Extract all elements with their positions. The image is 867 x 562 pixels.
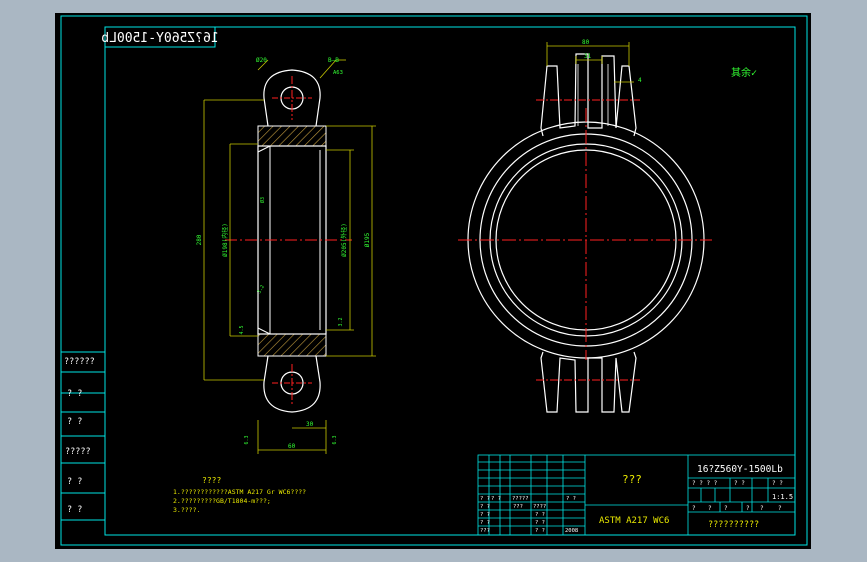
count-cell-2: ? (724, 505, 728, 512)
title-company: ?????????? (708, 520, 759, 530)
dim-inner-small: Ø3 (259, 197, 266, 203)
title-material: ASTM A217 WC6 (599, 516, 669, 526)
dim-chamfer-mid: 3.2 (256, 284, 266, 295)
sheet-outer-border (60, 15, 808, 546)
dim-bottom-small: 30 (306, 421, 314, 428)
roughness-bottom-left: 6.3 (244, 435, 250, 444)
title-part-number: 16?Z560Y-1500Lb (697, 464, 783, 475)
row-3-cell-0: ? ? (480, 520, 490, 526)
row-1-cell-0: ? ? (480, 504, 490, 510)
strip-label-0: ?????? (64, 357, 95, 367)
count-cell-3: ? (746, 505, 750, 512)
front-top-arms (540, 53, 637, 137)
technical-notes: ???? 1.????????????ASTM A217 Gr WC6???? … (173, 476, 306, 514)
dim-top-callout: Ø20 (256, 57, 267, 64)
row-0-cell-2: ????? (512, 496, 529, 502)
stage-cell-0: ? ? ? ? (692, 480, 718, 487)
title-block-text: ??? 16?Z560Y-1500Lb ASTM A217 WC6 ??????… (480, 464, 793, 534)
dim-front-side-small: 4 (638, 77, 642, 84)
bottom-hatched-section (257, 333, 327, 357)
top-lug-outline (263, 69, 321, 127)
strip-label-5: ? ? (67, 505, 82, 515)
dim-chamfer-right: 3.2 (338, 317, 344, 326)
row-1-cell-3: ???? (533, 504, 546, 510)
dim-top-right-sub: A63 (333, 70, 343, 76)
side-section-view: Ø20 B—B A63 280 Ø198(内径) Ø205(外径) Ø195 Ø… (196, 57, 376, 454)
left-revision-strip: ?????? ? ? ? ? ????? ? ? ? ? (61, 351, 105, 521)
row-4-cell-3: ? ? (535, 528, 545, 534)
count-cell-4: ? (760, 505, 764, 512)
stage-cell-2: ? ? (772, 480, 783, 487)
count-cell-1: ? (708, 505, 712, 512)
dim-top-right-callout: B—B (328, 57, 339, 64)
top-hatched-section (257, 125, 327, 147)
title-scale: 1:1.5 (772, 493, 793, 501)
mirrored-part-number-text: 16?Z560Y-1500Lb (101, 31, 219, 46)
notes-title: ???? (202, 476, 221, 485)
dim-chamfer-low: 4.5 (239, 325, 245, 334)
strip-label-3: ????? (65, 447, 91, 457)
row-4-cell-0: ??? (480, 528, 490, 534)
roughness-symbol: 其余✓ (731, 66, 757, 79)
sheet-background (55, 13, 811, 549)
row-4-cell-4: 2008 (565, 528, 578, 534)
dim-right-height: Ø195 (364, 232, 371, 247)
title-part-name: ??? (622, 473, 642, 486)
strip-label-2: ? ? (67, 417, 82, 427)
notes-line-1: 1.????????????ASTM A217 Gr WC6???? (173, 488, 306, 496)
row-0-cell-0: ? ? (480, 496, 490, 502)
dim-left-height: 280 (196, 234, 203, 245)
notes-line-2: 2.?????????GB/T1804-m???; (173, 497, 271, 505)
count-cell-0: ? (692, 505, 696, 512)
front-view: 80 31 4 (458, 39, 712, 413)
stage-cell-1: ? ? (734, 480, 745, 487)
row-0-cell-4: ? ? (566, 496, 576, 502)
strip-label-4: ? ? (67, 477, 82, 487)
title-block (477, 454, 796, 536)
mirrored-part-number-box: 16?Z560Y-1500Lb (101, 26, 219, 48)
dim-bottom-width: 60 (288, 443, 296, 450)
dim-front-top-width: 80 (582, 39, 590, 46)
roughness-bottom-right: 6.3 (332, 435, 338, 444)
dim-left-bore: Ø198(内径) (221, 223, 229, 257)
row-2-cell-0: ? ? (480, 512, 490, 518)
row-2-cell-3: ? ? (535, 512, 545, 518)
strip-label-1: ? ? (67, 389, 82, 399)
row-1-cell-2: ??? (513, 504, 523, 510)
dim-right-bore: Ø205(外径) (340, 223, 348, 257)
row-0-cell-1: ? ? (491, 496, 501, 502)
sheet-inner-border (104, 26, 796, 536)
count-cell-5: ? (778, 505, 782, 512)
dim-front-top-inner: 31 (584, 53, 592, 60)
notes-line-3: 3.????. (173, 506, 200, 514)
row-3-cell-3: ? ? (535, 520, 545, 526)
bottom-lug-outline (263, 355, 321, 413)
